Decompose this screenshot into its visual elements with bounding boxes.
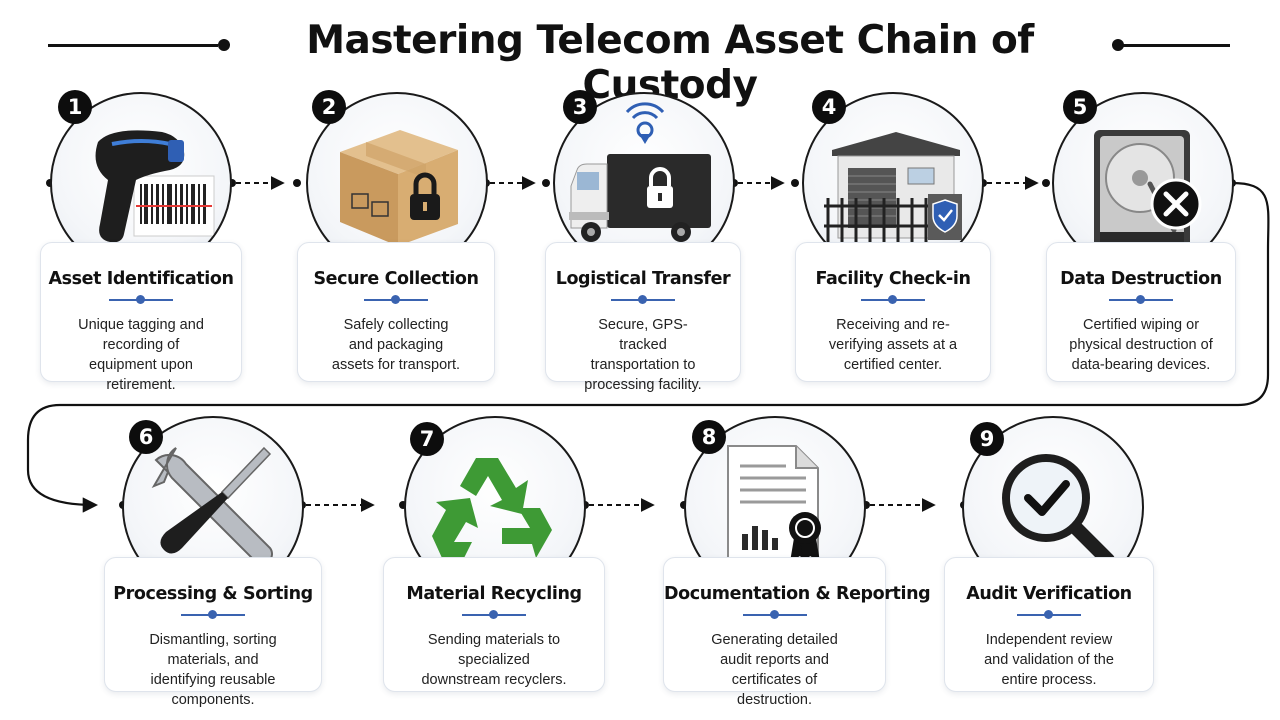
step-7-divider <box>462 610 526 620</box>
connector-2-3 <box>482 176 536 190</box>
step-8-number-badge: 8 <box>692 420 726 454</box>
step-3-description: Secure, GPS-tracked transportation to pr… <box>584 317 702 393</box>
step-9-divider <box>1017 610 1081 620</box>
step-2-number-badge: 2 <box>312 90 346 124</box>
step-2-description: Safely collecting and packaging assets f… <box>331 317 461 373</box>
step-2-card: Secure Collection Safely collecting and … <box>297 242 495 382</box>
locked-box-icon <box>340 130 458 246</box>
title-dot-left <box>218 39 230 51</box>
step-9-description: Independent review and validation of the… <box>984 632 1114 688</box>
step-2-divider <box>364 295 428 305</box>
screwdriver-icon <box>160 446 272 554</box>
step-9-number-badge: 9 <box>970 422 1004 456</box>
step-7-number-badge: 7 <box>410 422 444 456</box>
title-bar: Mastering Telecom Asset Chain of Custody <box>0 14 1280 108</box>
title-rule-right <box>1120 44 1230 47</box>
connector-8-9 <box>862 498 936 512</box>
step-2-illustration <box>306 92 488 274</box>
step-8-divider <box>742 610 807 620</box>
step-5-illustration <box>1052 92 1234 274</box>
step-3-number-badge: 3 <box>563 90 597 124</box>
title-rule-left <box>48 44 218 47</box>
step-7-description: Sending materials to specialized downstr… <box>421 632 567 688</box>
tools-icon <box>151 446 273 565</box>
step-1-divider <box>109 295 173 305</box>
secure-truck-icon <box>569 102 711 242</box>
step-1-card: Asset Identification Unique tagging and … <box>40 242 242 393</box>
barcode-scanner-icon <box>95 130 215 243</box>
step-5-number-badge: 5 <box>1063 90 1097 124</box>
step-7-title: Material Recycling <box>406 584 582 604</box>
step-9-title: Audit Verification <box>966 584 1132 604</box>
step-6-description: Dismantling, sorting materials, and iden… <box>149 632 277 708</box>
step-1-title: Asset Identification <box>48 269 234 289</box>
step-7-card: Material Recycling Sending materials to … <box>383 557 605 692</box>
connector-6-7 <box>298 498 375 512</box>
step-6-title: Processing & Sorting <box>113 584 313 604</box>
step-5-description: Certified wiping or physical destruction… <box>1069 317 1213 373</box>
step-4-divider <box>861 295 925 305</box>
step-4-number-badge: 4 <box>812 90 846 124</box>
step-1-description: Unique tagging and recording of equipmen… <box>78 317 204 393</box>
step-6-card: Processing & Sorting Dismantling, sortin… <box>104 557 322 708</box>
title-dot-right <box>1112 39 1124 51</box>
magnifier-check-icon <box>1002 454 1115 567</box>
page-title: Mastering Telecom Asset Chain of Custody <box>306 18 1034 108</box>
step-4-card: Facility Check-in Receiving and re-verif… <box>795 242 991 382</box>
step-8-description: Generating detailed audit reports and ce… <box>711 632 838 708</box>
connector-4-5 <box>979 176 1039 190</box>
step-5-divider <box>1109 295 1173 305</box>
step-3-title: Logistical Transfer <box>555 269 731 289</box>
step-1-number-badge: 1 <box>58 90 92 124</box>
step-6-number-badge: 6 <box>129 420 163 454</box>
step-4-title: Facility Check-in <box>815 269 971 289</box>
gps-pin-icon <box>625 102 665 144</box>
step-2-title: Secure Collection <box>313 269 479 289</box>
secure-facility-icon <box>824 132 962 244</box>
step-5-card: Data Destruction Certified wiping or phy… <box>1046 242 1236 382</box>
step-8-title: Documentation & Reporting <box>664 584 931 604</box>
connector-3-4 <box>730 176 785 190</box>
step-4-description: Receiving and re-verifying assets at a c… <box>828 317 958 373</box>
connector-7-8 <box>581 498 655 512</box>
step-8-card: Documentation & Reporting Generating det… <box>663 557 931 708</box>
step-9-card: Audit Verification Independent review an… <box>944 557 1154 692</box>
step-3-card: Logistical Transfer Secure, GPS-tracked … <box>545 242 741 393</box>
step-5-title: Data Destruction <box>1060 269 1222 289</box>
step-6-divider <box>181 610 245 620</box>
step-3-divider <box>611 295 675 305</box>
recycle-icon <box>432 458 552 558</box>
hard-drive-destroy-icon <box>1094 130 1202 252</box>
connector-1-2 <box>228 176 285 190</box>
